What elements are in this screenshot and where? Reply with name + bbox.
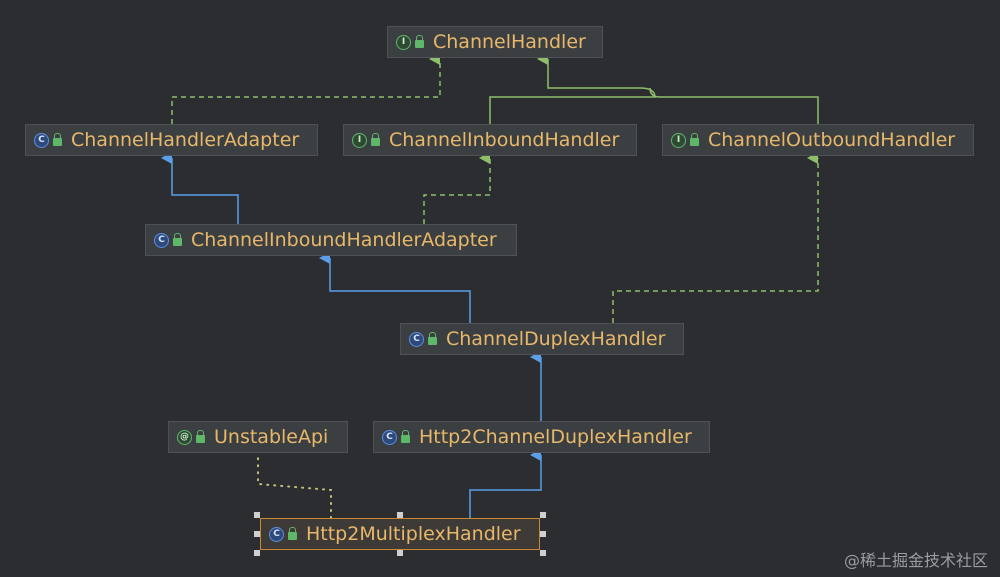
node-label: Http2ChannelDuplexHandler xyxy=(419,426,692,448)
node-label: ChannelDuplexHandler xyxy=(446,328,666,350)
interface-icon: I xyxy=(671,132,686,148)
lock-icon xyxy=(415,35,424,48)
node-unstable-api[interactable]: @ UnstableApi xyxy=(168,421,348,453)
node-channel-outbound-handler[interactable]: I ChannelOutboundHandler xyxy=(662,124,974,156)
lock-icon xyxy=(288,527,297,540)
lock-icon xyxy=(371,133,380,146)
edge-multiplex-to-unstable-api xyxy=(257,455,332,519)
edge-adapter-to-handler xyxy=(171,53,441,124)
selection-handle[interactable] xyxy=(397,512,403,518)
node-label: ChannelOutboundHandler xyxy=(708,129,956,151)
edge-duplex-to-outbound xyxy=(612,152,819,323)
edge-duplex-to-inbound-adapter xyxy=(319,252,471,323)
node-channel-handler-adapter[interactable]: C ChannelHandlerAdapter xyxy=(25,124,318,156)
lock-icon xyxy=(196,430,205,443)
annotation-icon: @ xyxy=(177,429,192,445)
class-icon: C xyxy=(154,232,169,248)
edge-outbound-to-handler xyxy=(649,87,819,124)
node-label: ChannelHandler xyxy=(433,31,586,53)
edge-inbound-to-handler xyxy=(489,53,656,124)
node-label: ChannelInboundHandler xyxy=(389,129,620,151)
node-label: ChannelHandlerAdapter xyxy=(71,129,300,151)
node-label: Http2MultiplexHandler xyxy=(306,523,521,545)
class-icon: C xyxy=(269,526,284,542)
lock-icon xyxy=(690,133,699,146)
class-icon: C xyxy=(34,132,49,148)
watermark: @稀土掘金技术社区 xyxy=(843,551,988,570)
selection-handle[interactable] xyxy=(540,531,546,537)
node-http2-multiplex-handler[interactable]: C Http2MultiplexHandler xyxy=(260,518,540,550)
edge-inbound-adapter-to-adapter xyxy=(161,152,239,224)
lock-icon xyxy=(53,133,62,146)
lock-icon xyxy=(401,430,410,443)
node-channel-duplex-handler[interactable]: C ChannelDuplexHandler xyxy=(400,323,684,355)
node-label: UnstableApi xyxy=(214,426,329,448)
selection-handle[interactable] xyxy=(254,512,260,518)
selection-handle[interactable] xyxy=(540,550,546,556)
class-icon: C xyxy=(409,331,424,347)
selection-handle[interactable] xyxy=(254,531,260,537)
node-channel-inbound-handler-adapter[interactable]: C ChannelInboundHandlerAdapter xyxy=(145,224,517,256)
node-channel-inbound-handler[interactable]: I ChannelInboundHandler xyxy=(343,124,637,156)
selection-handle[interactable] xyxy=(254,550,260,556)
lock-icon xyxy=(428,332,437,345)
node-label: ChannelInboundHandlerAdapter xyxy=(191,229,497,251)
lock-icon xyxy=(173,233,182,246)
node-channel-handler[interactable]: I ChannelHandler xyxy=(387,26,603,58)
node-http2-channel-duplex-handler[interactable]: C Http2ChannelDuplexHandler xyxy=(373,421,710,453)
class-icon: C xyxy=(382,429,397,445)
interface-icon: I xyxy=(352,132,367,148)
interface-icon: I xyxy=(396,34,411,50)
selection-handle[interactable] xyxy=(397,550,403,556)
selection-handle[interactable] xyxy=(540,512,546,518)
edge-multiplex-to-http2-duplex xyxy=(469,449,542,518)
edge-inbound-adapter-to-inbound xyxy=(423,152,491,224)
